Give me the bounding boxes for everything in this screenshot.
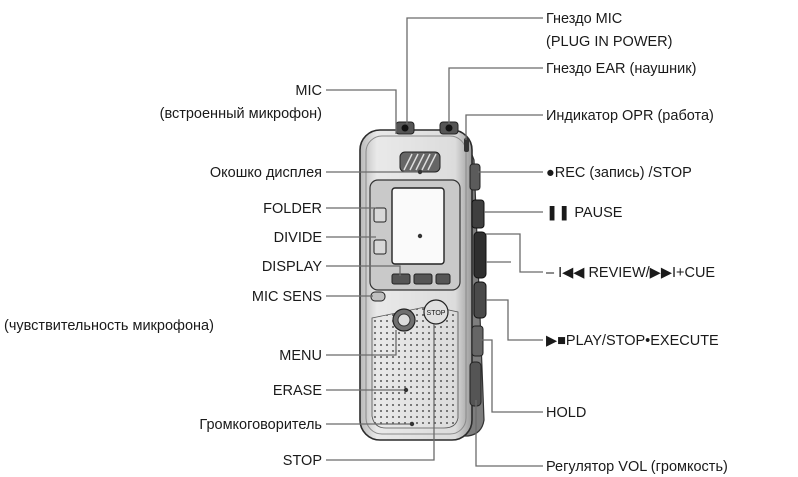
label-folder: FOLDER	[263, 201, 322, 217]
mic-sens-switch	[370, 291, 386, 302]
label-mic-jack: Гнездо MIC	[546, 11, 622, 27]
display-button	[391, 273, 411, 285]
label-divide: DIVIDE	[274, 230, 323, 246]
stop-button: STOP	[423, 299, 449, 325]
label-display: DISPLAY	[262, 259, 323, 275]
speaker-grille	[371, 305, 459, 429]
recorder-device: STOP	[359, 121, 487, 441]
builtin-mic-grille	[399, 151, 441, 173]
label-play: ▶■PLAY/STOP•EXECUTE	[546, 333, 719, 349]
menu-button	[392, 308, 416, 332]
label-ear-jack: Гнездо EAR (наушник)	[546, 61, 696, 77]
label-rec: ●REC (запись) /STOP	[546, 165, 692, 181]
label-mic-sens-sub: (чувствительность микрофона)	[4, 318, 214, 334]
label-opr: Индикатор OPR (работа)	[546, 108, 714, 124]
play-stop-button	[473, 281, 487, 319]
pause-switch	[471, 199, 485, 229]
label-mic-builtin-sub: (встроенный микрофон)	[160, 106, 322, 122]
label-menu: MENU	[279, 348, 322, 364]
label-pause: ❚❚ PAUSE	[546, 205, 623, 221]
hold-switch	[471, 325, 484, 357]
label-mic-builtin: MIC	[295, 83, 322, 99]
stop-button-text: STOP	[427, 310, 446, 317]
leader-dots	[403, 169, 423, 427]
rec-stop-button	[469, 163, 481, 191]
jog-lever	[473, 231, 487, 279]
label-mic-jack-sub: (PLUG IN POWER)	[546, 34, 672, 50]
leader-lines	[326, 17, 543, 467]
label-hold: HOLD	[546, 405, 586, 421]
vol-dial	[469, 361, 482, 407]
mic-jack	[395, 121, 415, 135]
label-speaker: Громкоговоритель	[199, 417, 322, 433]
label-review: – I◀◀ REVIEW/▶▶I+CUE	[546, 265, 715, 281]
opr-indicator	[464, 138, 469, 152]
label-erase: ERASE	[273, 383, 322, 399]
labels-right: Гнездо MIC (PLUG IN POWER) Гнездо EAR (н…	[546, 11, 728, 475]
display-screen	[391, 187, 445, 265]
label-stop: STOP	[283, 453, 322, 469]
labels-left: MIC (встроенный микрофон) Окошко дисплея…	[4, 83, 322, 469]
folder-button	[373, 207, 387, 223]
divide-button	[373, 239, 387, 255]
label-vol: Регулятор VOL (громкость)	[546, 459, 728, 475]
label-mic-sens: MIC SENS	[252, 289, 322, 305]
label-display-window: Окошко дисплея	[210, 165, 322, 181]
